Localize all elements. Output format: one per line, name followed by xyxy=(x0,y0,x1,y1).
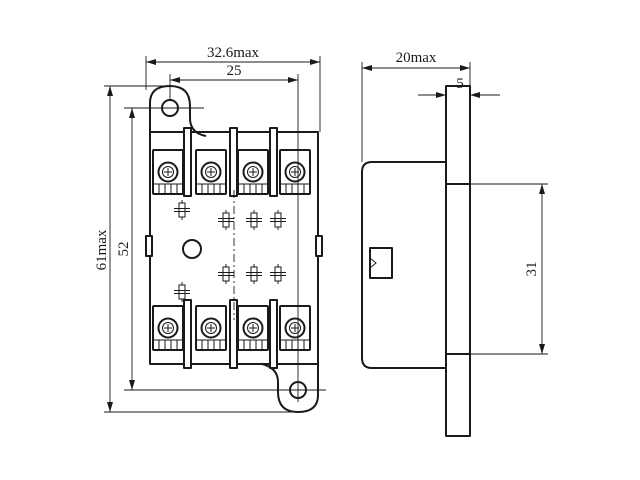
side-clip xyxy=(369,247,393,279)
screw-terminal-icon xyxy=(195,149,227,195)
screw-terminal-icon xyxy=(237,305,269,351)
side-base xyxy=(445,183,471,355)
right-clip xyxy=(315,235,323,257)
screw-terminal-icon xyxy=(279,305,311,351)
top-mount-ear xyxy=(149,85,207,137)
screw-terminal-icon xyxy=(279,149,311,195)
pin-icon xyxy=(217,209,235,231)
bottom-terminal-dividers xyxy=(183,299,278,369)
side-flange xyxy=(445,85,471,437)
bottom-mount-ear xyxy=(261,362,319,413)
dim-hole-pitch-h-label: 25 xyxy=(227,63,242,79)
dim-overall-width-label: 32.6max xyxy=(207,45,260,61)
pin-icon xyxy=(245,209,263,231)
screw-terminal-icon xyxy=(152,305,184,351)
relay-pin-field xyxy=(173,199,287,303)
dim-flange-label: 5 xyxy=(456,76,464,92)
dim-overall-height: 61max xyxy=(94,85,298,413)
dim-depth: 20max xyxy=(361,50,471,162)
dim-body-height-label: 31 xyxy=(524,262,540,277)
top-terminal-dividers xyxy=(183,127,278,197)
dim-body-height: 31 xyxy=(470,183,548,355)
pin-icon xyxy=(173,199,191,221)
screw-terminal-icon xyxy=(152,149,184,195)
pin-icon xyxy=(269,209,287,231)
dim-flange: 5 xyxy=(418,76,500,100)
side-body xyxy=(361,161,446,369)
center-hole xyxy=(182,239,202,259)
front-view: 32.6max 25 61max 52 xyxy=(94,45,326,413)
pin-icon xyxy=(269,263,287,285)
screw-terminal-icon xyxy=(195,305,227,351)
dim-depth-label: 20max xyxy=(396,50,437,66)
left-clip xyxy=(145,235,153,257)
pin-icon xyxy=(245,263,263,285)
pin-icon xyxy=(217,263,235,285)
screw-terminal-icon xyxy=(237,149,269,195)
dim-hole-pitch-v-label: 52 xyxy=(116,242,132,257)
dim-overall-width: 32.6max xyxy=(145,45,321,132)
dim-hole-pitch-h: 25 xyxy=(169,63,299,402)
dim-overall-height-label: 61max xyxy=(94,229,110,270)
dim-hole-pitch-v: 52 xyxy=(116,107,326,391)
side-view: 20max 5 31 xyxy=(361,50,548,437)
